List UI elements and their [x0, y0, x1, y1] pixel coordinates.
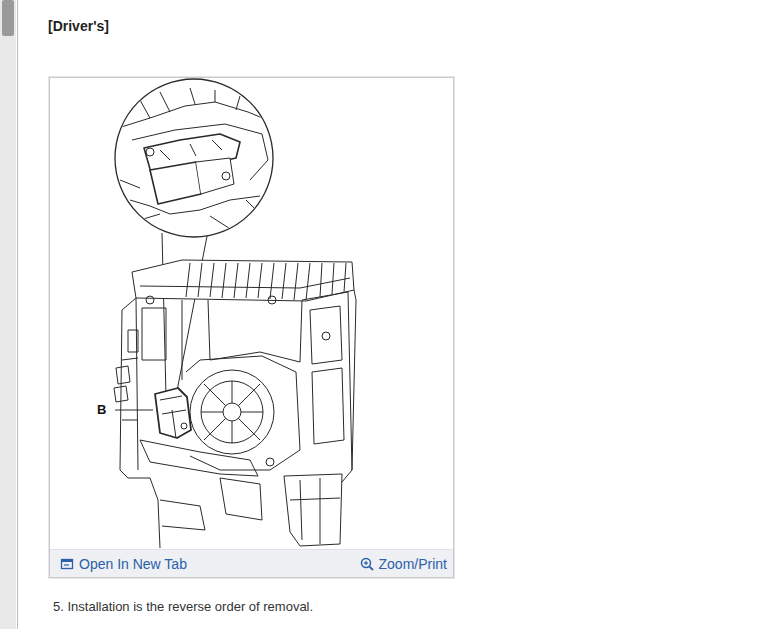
housing-right	[352, 290, 356, 470]
section-heading: [Driver's]	[48, 18, 109, 34]
housing-edge	[130, 196, 260, 214]
open-tab-icon	[60, 557, 74, 571]
housing-right	[300, 292, 352, 486]
actuator-detail	[160, 396, 186, 438]
housing-detail	[140, 440, 258, 476]
open-link-group: Open In New Tab	[60, 556, 187, 572]
step-note: 5. Installation is the reverse order of …	[53, 599, 313, 614]
housing-ribs	[140, 88, 240, 118]
figure-toolbar: Open In New Tab Zoom/Print	[50, 549, 453, 577]
housing-detail	[142, 308, 166, 360]
zoom-line	[162, 233, 166, 396]
housing-detail	[128, 330, 138, 352]
actuator-detail	[160, 140, 222, 160]
fastener	[222, 172, 230, 180]
duct	[284, 474, 342, 546]
grille	[132, 260, 354, 301]
pipe-stub	[114, 366, 130, 402]
fastener	[146, 296, 154, 304]
actuator-side	[196, 158, 234, 194]
zoom-icon	[360, 557, 374, 571]
leader-line	[115, 410, 153, 411]
actuator	[155, 388, 191, 438]
panel-divider	[17, 0, 18, 629]
duct-detail	[290, 478, 340, 544]
housing-edge	[118, 102, 272, 128]
zoom-link-group: Zoom/Print	[360, 556, 447, 572]
housing-detail	[310, 306, 342, 364]
housing-detail	[160, 500, 205, 530]
scroll-track	[0, 0, 16, 629]
open-link: Open In New Tab	[79, 556, 187, 572]
detail-circle	[115, 79, 273, 237]
housing-detail	[312, 368, 344, 444]
blower-wheel	[190, 370, 274, 454]
hvac-unit-drawing	[114, 79, 356, 548]
housing-detail	[122, 298, 138, 470]
blower-case	[186, 356, 300, 470]
figure-frame: Open In New Tab Zoom/Print	[49, 77, 454, 578]
housing-detail	[120, 180, 262, 230]
fastener	[322, 332, 330, 340]
callout-letter: B	[97, 402, 106, 417]
grille-slats	[186, 263, 346, 300]
fastener	[146, 148, 154, 156]
actuator-screw	[181, 423, 187, 429]
blower-wheel	[201, 381, 263, 443]
housing-detail	[220, 478, 262, 520]
blower-case	[182, 300, 302, 380]
grille-edge	[140, 278, 350, 288]
scroll-thumb	[2, 0, 14, 36]
fastener	[268, 296, 276, 304]
actuator-body	[150, 162, 201, 204]
blower-vanes	[204, 384, 260, 440]
zoom-link: Zoom/Print	[379, 556, 447, 572]
blower-vanes	[201, 381, 263, 443]
detail-view	[118, 88, 272, 230]
housing-left	[120, 298, 160, 548]
zoom-line	[176, 231, 208, 396]
fastener	[266, 458, 274, 466]
